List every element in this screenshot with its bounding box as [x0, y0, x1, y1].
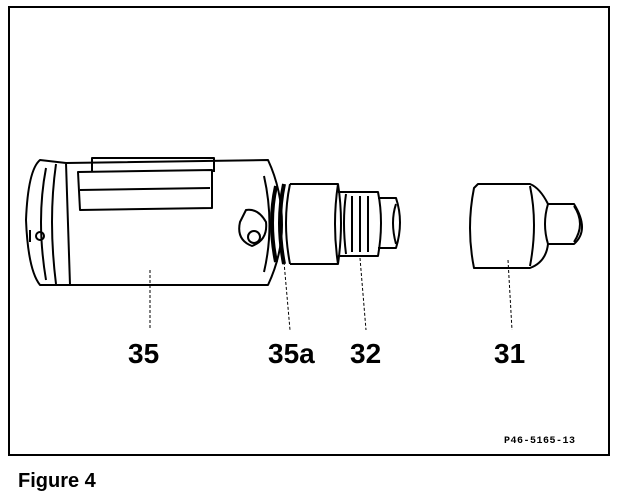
callout-32: 32 — [350, 338, 382, 369]
drawing-reference-code: P46-5165-13 — [504, 436, 576, 447]
callout-35: 35 — [128, 338, 160, 369]
part-35-housing — [25, 157, 283, 286]
callout-31: 31 — [494, 338, 526, 369]
leader-35a — [283, 261, 291, 331]
callout-35a: 35a — [268, 338, 315, 369]
figure-frame — [8, 6, 610, 456]
leader-lines — [149, 257, 513, 331]
part-35a-o-ring — [270, 183, 291, 265]
figure-caption: Figure 4 — [18, 470, 96, 492]
part-32-spindle — [290, 183, 401, 265]
part-31-sleeve — [469, 183, 583, 269]
leader-31 — [507, 259, 513, 331]
leader-32 — [359, 257, 367, 331]
